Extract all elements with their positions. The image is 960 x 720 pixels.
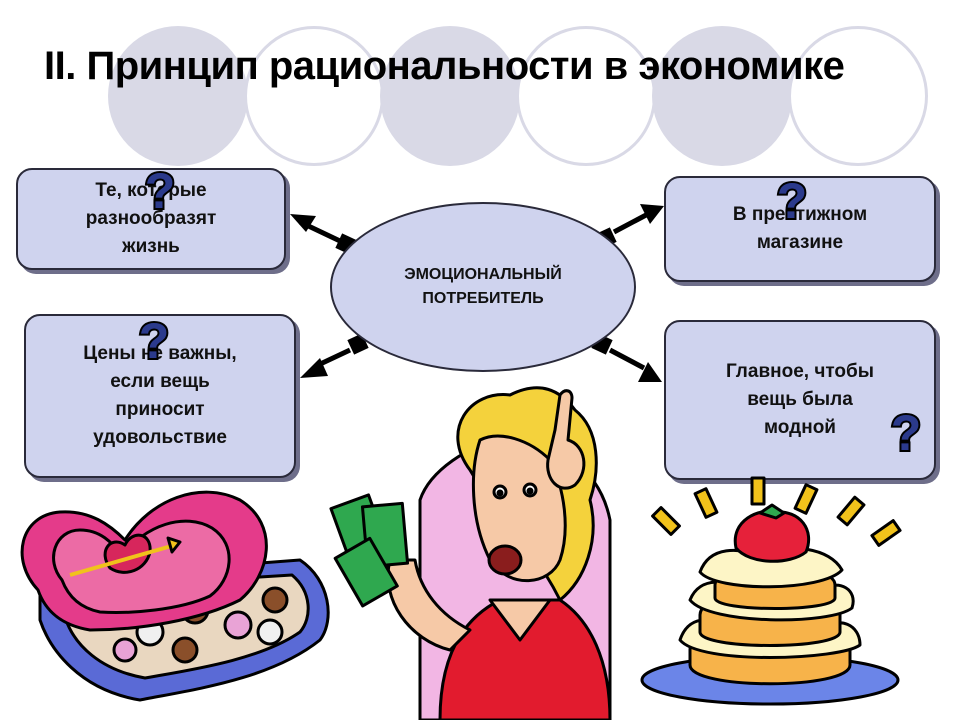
- question-mark-icon: ? ?: [137, 312, 172, 368]
- box-variety-line-1: Те, которые: [95, 180, 207, 201]
- box-price-line-1: Цены не важны,: [83, 343, 237, 364]
- svg-text:?: ?: [777, 173, 808, 228]
- svg-text:?: ?: [891, 405, 922, 460]
- decor-circle-3: [380, 26, 520, 166]
- box-price-line-3: приносит: [115, 399, 205, 420]
- svg-text:?: ?: [145, 163, 176, 218]
- arrow-to-bottom-left: [300, 333, 369, 378]
- question-mark-icon: ? ?: [889, 404, 924, 460]
- box-prestige-line-2: магазине: [756, 232, 844, 253]
- center-oval: ЭМОЦИОНАЛЬНЫЙ ПОТРЕБИТЕЛЬ: [330, 202, 636, 372]
- box-variety-line-3: жизнь: [122, 236, 180, 257]
- svg-text:?: ?: [891, 405, 922, 460]
- box-price-line-2: если вещь: [110, 371, 210, 392]
- box-price: Цены не важны, если вещь приносит удовол…: [24, 314, 296, 478]
- center-line-1: ЭМОЦИОНАЛЬНЫЙ: [404, 266, 562, 283]
- box-variety-line-2: разнообразят: [85, 208, 217, 229]
- box-prestige: В престижном магазине: [664, 176, 936, 282]
- box-price-line-4: удовольствие: [93, 427, 227, 448]
- svg-text:?: ?: [139, 313, 170, 368]
- decor-circle-2: [244, 26, 384, 166]
- center-line-2: ПОТРЕБИТЕЛЬ: [422, 290, 544, 307]
- box-fashion-line-1: Главное, чтобы: [725, 361, 874, 382]
- decor-circle-5: [652, 26, 792, 166]
- question-mark-icon: ? ?: [775, 172, 810, 228]
- decor-circle-1: [108, 26, 248, 166]
- question-mark-icon: ? ?: [143, 162, 178, 218]
- box-fashion-line-3: модной: [764, 417, 836, 438]
- svg-text:?: ?: [145, 163, 176, 218]
- decor-circle-6: [788, 26, 928, 166]
- box-fashion: Главное, чтобы вещь была модной: [664, 320, 936, 480]
- box-prestige-line-1: В престижном: [732, 204, 868, 225]
- svg-text:?: ?: [777, 173, 808, 228]
- svg-text:?: ?: [139, 313, 170, 368]
- box-fashion-line-2: вещь была: [747, 389, 853, 410]
- arrow-to-bottom-right: [591, 333, 662, 382]
- slide-title: II. Принцип рациональности в экономике: [44, 44, 845, 88]
- box-variety: Те, которые разнообразят жизнь: [16, 168, 286, 270]
